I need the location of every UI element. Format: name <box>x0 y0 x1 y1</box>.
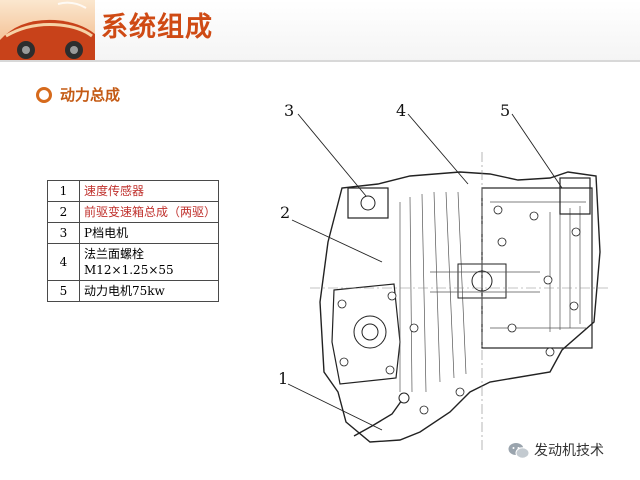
flange-plate <box>331 283 401 385</box>
header-rule <box>0 60 640 62</box>
table-row: 3 P档电机 <box>47 222 219 244</box>
slide-header: 系统组成 <box>0 0 640 62</box>
callout-2: 2 <box>280 203 290 222</box>
part-number: 5 <box>47 280 80 302</box>
wechat-icon <box>508 443 530 459</box>
table-row: 4 法兰面螺栓 M12×1.25×55 <box>47 243 219 281</box>
section-heading-text: 动力总成 <box>60 86 121 104</box>
part-name: 前驱变速箱总成（两驱） <box>79 201 219 223</box>
table-row: 5 动力电机75kw <box>47 280 219 302</box>
callout-leaders <box>287 113 563 431</box>
part-number: 4 <box>47 243 80 281</box>
part-name: 法兰面螺栓 M12×1.25×55 <box>79 243 219 281</box>
parts-table: 1 速度传感器 2 前驱变速箱总成（两驱） 3 P档电机 4 法兰面螺栓 M12… <box>47 180 219 302</box>
powertrain-drawing: 1 2 3 4 5 <box>278 101 610 452</box>
part-number: 1 <box>47 180 80 202</box>
callout-5: 5 <box>500 101 510 120</box>
part-number: 3 <box>47 222 80 244</box>
slide-title: 系统组成 <box>101 12 213 43</box>
table-row: 2 前驱变速箱总成（两驱） <box>47 201 219 223</box>
callout-1: 1 <box>278 369 288 388</box>
circle-bullet-icon <box>36 87 52 103</box>
p-gear-motor <box>347 187 389 219</box>
callout-4: 4 <box>396 101 406 120</box>
watermark-text: 发动机技术 <box>534 443 604 459</box>
part-name: P档电机 <box>79 222 219 244</box>
transmission-housing <box>319 171 601 443</box>
car-logo-image <box>0 0 95 62</box>
speed-sensor <box>353 399 403 437</box>
header-band <box>0 0 640 62</box>
callout-3: 3 <box>284 101 294 120</box>
table-row: 1 速度传感器 <box>47 180 219 202</box>
part-number: 2 <box>47 201 80 223</box>
part-name: 动力电机75kw <box>79 280 219 302</box>
part-name: 速度传感器 <box>79 180 219 202</box>
